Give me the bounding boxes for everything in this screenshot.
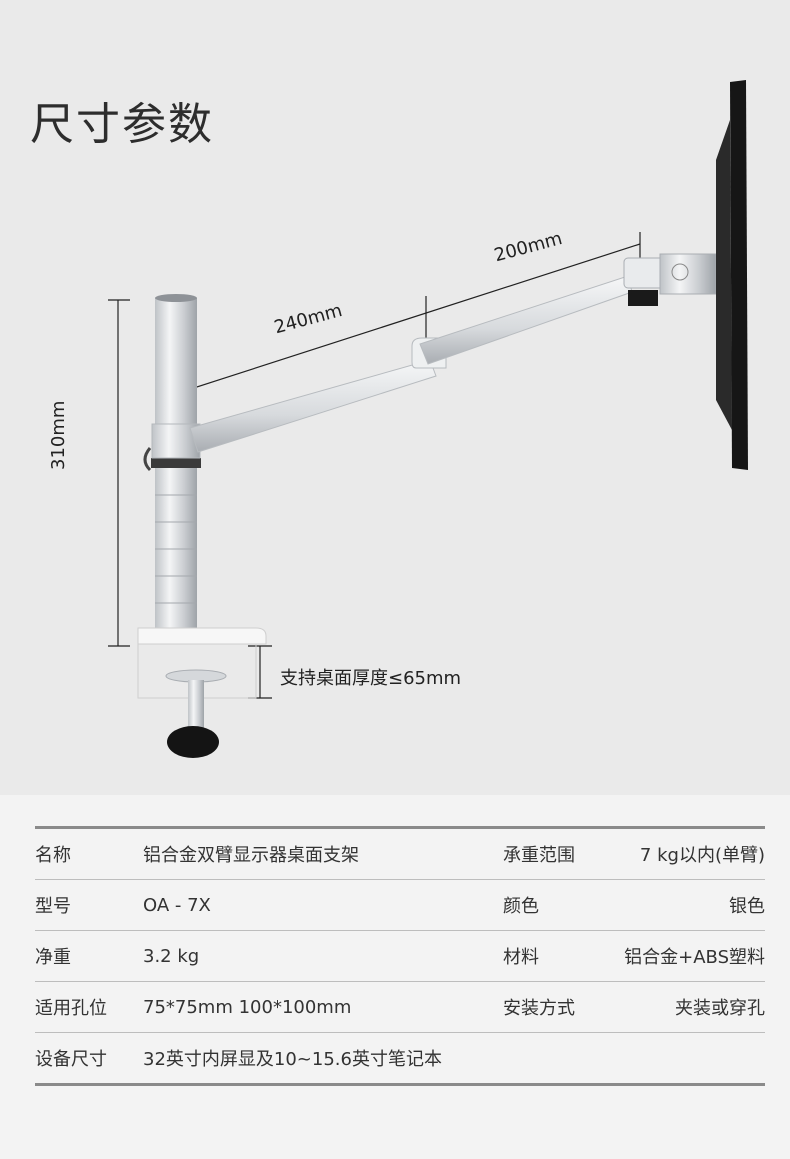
spec-value: 银色 <box>603 879 765 931</box>
desk-thickness-label: 支持桌面厚度≤65mm <box>280 668 462 689</box>
spec-label: 净重 <box>35 930 143 982</box>
spec-value: 3.2 kg <box>143 930 503 982</box>
dimension-arm-lines <box>171 232 641 396</box>
spec-row: 型号 OA - 7X 颜色 银色 <box>35 879 765 931</box>
dimension-desk-line <box>248 645 272 699</box>
spec-table: 名称 铝合金双臂显示器桌面支架 承重范围 7 kg以内(单臂) 型号 OA - … <box>35 826 765 1086</box>
spec-label: 设备尺寸 <box>35 1032 143 1086</box>
spec-label: 适用孔位 <box>35 981 143 1033</box>
dimension-310-label: 310mm <box>48 400 69 470</box>
spec-label: 名称 <box>35 826 143 880</box>
spec-value: 7 kg以内(单臂) <box>603 826 765 880</box>
base-plate <box>137 627 267 645</box>
clamp-knob <box>167 726 219 758</box>
spec-value: 夹装或穿孔 <box>603 981 765 1033</box>
spec-label: 材料 <box>503 930 603 982</box>
spec-value: 32英寸内屏显及10~15.6英寸笔记本 <box>143 1032 765 1086</box>
spec-value: 75*75mm 100*100mm <box>143 981 503 1033</box>
arm-segment-2 <box>419 275 633 365</box>
tilt-head <box>623 257 665 289</box>
spec-value: 铝合金+ABS塑料 <box>603 930 765 982</box>
spec-label: 安装方式 <box>503 981 603 1033</box>
pole-top <box>155 298 197 426</box>
cable-clip <box>143 447 152 472</box>
arm-segment-1 <box>189 359 437 453</box>
spec-label: 承重范围 <box>503 826 603 880</box>
dimension-310-line <box>108 299 130 647</box>
spec-row: 适用孔位 75*75mm 100*100mm 安装方式 夹装或穿孔 <box>35 981 765 1033</box>
spec-row: 名称 铝合金双臂显示器桌面支架 承重范围 7 kg以内(单臂) <box>35 826 765 880</box>
shoulder-joint <box>151 423 201 459</box>
spec-row: 设备尺寸 32英寸内屏显及10~15.6英寸笔记本 <box>35 1032 765 1086</box>
spec-row: 净重 3.2 kg 材料 铝合金+ABS塑料 <box>35 930 765 982</box>
spec-value: 铝合金双臂显示器桌面支架 <box>143 826 503 880</box>
product-illustration-area <box>0 0 790 795</box>
page-title: 尺寸参数 <box>30 99 214 150</box>
spec-label: 颜色 <box>503 879 603 931</box>
pole-collar-ring <box>151 458 201 468</box>
spec-label: 型号 <box>35 879 143 931</box>
spec-value: OA - 7X <box>143 879 503 931</box>
monitor-arm-illustration <box>108 80 748 758</box>
pole-bottom <box>155 468 197 628</box>
monitor-screen <box>730 80 748 470</box>
